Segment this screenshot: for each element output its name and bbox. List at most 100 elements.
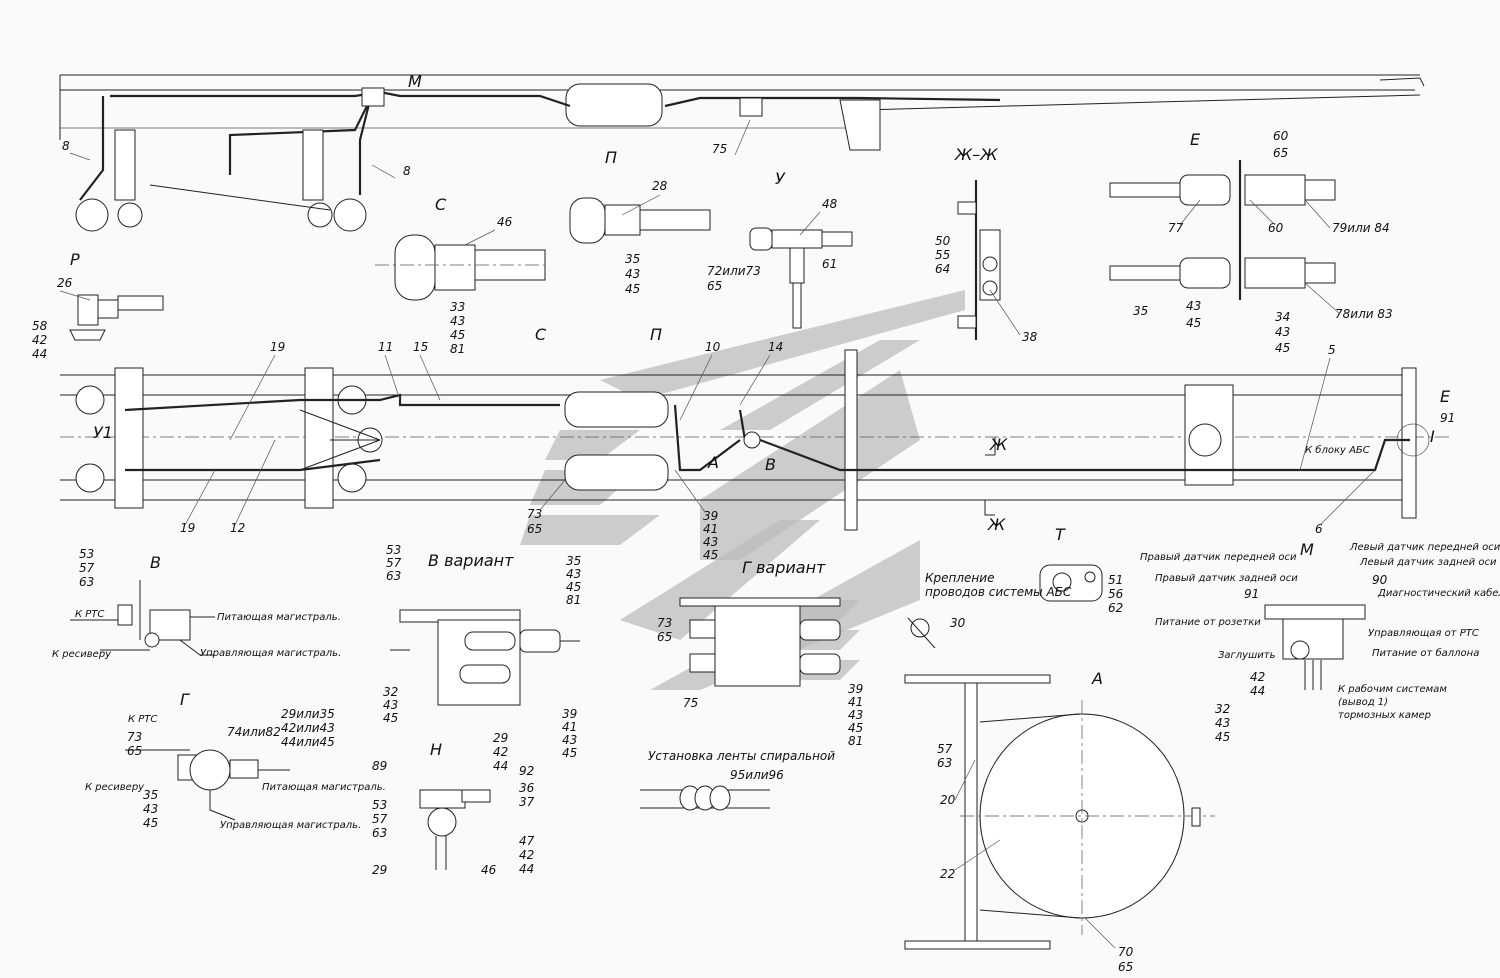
detail-ZhZh <box>957 180 1001 340</box>
callout-46b: 46 <box>481 863 497 877</box>
callout-44b: 44 <box>1250 684 1265 698</box>
view-label-S: С <box>435 195 447 214</box>
view-label-R: Р <box>70 250 80 269</box>
callout-29c: 29 <box>372 863 387 877</box>
callout-65e: 65 <box>127 744 142 758</box>
callout-35d: 35 <box>143 788 158 802</box>
callout-29a: 29или35 <box>281 707 335 721</box>
callout-65d: 65 <box>657 630 672 644</box>
callout-7273: 72или73 <box>707 264 761 278</box>
callout-63c: 63 <box>372 826 387 840</box>
callout-53a: 53 <box>79 547 94 561</box>
caption-M-power-socket: Питание от розетки <box>1155 617 1261 628</box>
callout-38: 38 <box>1022 330 1038 344</box>
callout-55: 55 <box>935 248 950 262</box>
plan-air-tank-lower <box>564 454 669 491</box>
callout-43e: 43 <box>703 535 718 549</box>
callout-43d: 43 <box>1275 325 1290 339</box>
callout-91a: 91 <box>1440 411 1455 425</box>
callout-43g: 43 <box>383 698 398 712</box>
callout-75b: 75 <box>683 696 698 710</box>
view-label-G-variant: Г вариант <box>742 558 826 577</box>
callout-41c: 41 <box>848 695 863 709</box>
detail-B <box>70 580 215 656</box>
leader-lines <box>59 119 1376 949</box>
callout-42c: 42или43 <box>281 721 335 735</box>
caption-abs-mount-1: Крепление <box>925 571 994 585</box>
detail-U <box>749 227 853 329</box>
caption-spiral-tape-part: 95или96 <box>730 768 784 782</box>
detail-abs-wire-mount <box>907 617 936 649</box>
callout-70: 70 <box>1118 945 1134 959</box>
caption-abs-mount-2: проводов системы АБС <box>925 585 1072 599</box>
callout-65a: 65 <box>707 279 722 293</box>
caption-B-receiver: К ресиверу <box>52 649 112 660</box>
callout-8b: 8 <box>403 164 411 178</box>
callout-50: 50 <box>935 234 951 248</box>
callout-43i: 43 <box>848 708 863 722</box>
callout-7482: 74или82 <box>227 725 281 739</box>
callout-28: 28 <box>652 179 668 193</box>
callout-12: 12 <box>230 521 245 535</box>
callout-45i: 45 <box>848 721 863 735</box>
caption-B-control: Управляющая магистраль. <box>200 648 341 659</box>
callout-39a: 39 <box>703 509 718 523</box>
callout-65f: 65 <box>1118 960 1133 974</box>
caption-M-control-rts: Управляющая от РТС <box>1368 628 1479 639</box>
view-label-B-variant: В вариант <box>428 551 514 570</box>
callout-19b: 19 <box>180 521 195 535</box>
callout-57c: 57 <box>372 812 388 826</box>
callout-91b: 91 <box>1244 587 1259 601</box>
callout-45f: 45 <box>566 580 581 594</box>
detail-T <box>1039 564 1103 602</box>
caption-M-to-work-3: тормозных камер <box>1338 710 1431 721</box>
callout-44d: 44 <box>493 759 508 773</box>
callout-65b: 65 <box>1273 146 1288 160</box>
detail-P <box>569 197 711 244</box>
callout-45c: 45 <box>1186 316 1201 330</box>
callout-43f: 43 <box>566 567 581 581</box>
captions: Крепление проводов системы АБС Установка… <box>52 444 1500 831</box>
callout-26: 26 <box>57 276 73 290</box>
view-label-N: Н <box>430 740 442 759</box>
callout-14: 14 <box>768 340 783 354</box>
callout-77: 77 <box>1168 221 1184 235</box>
callout-39b: 39 <box>562 707 577 721</box>
callout-45k: 45 <box>1215 730 1230 744</box>
section-label-Zh-bottom: Ж <box>987 515 1006 534</box>
view-label-T: Т <box>1055 525 1066 544</box>
view-label-B: В <box>150 553 161 572</box>
view-label-U1: У1 <box>93 423 113 442</box>
callout-45h: 45 <box>562 746 577 760</box>
callout-63d: 63 <box>937 756 952 770</box>
callout-7883: 78или 83 <box>1335 307 1393 321</box>
section-label-Zh-top: Ж <box>989 435 1008 454</box>
callout-63b: 63 <box>386 569 401 583</box>
callout-45b: 45 <box>450 328 465 342</box>
caption-G-supply: Питающая магистраль. <box>262 782 386 793</box>
callout-44e: 44 <box>519 862 534 876</box>
callout-61: 61 <box>822 257 837 271</box>
callout-19a: 19 <box>270 340 285 354</box>
detail-G-variant <box>679 597 841 687</box>
callout-62: 62 <box>1108 601 1123 615</box>
callout-90: 90 <box>1372 573 1388 587</box>
callout-58: 58 <box>32 319 48 333</box>
callout-36: 36 <box>519 781 535 795</box>
callout-7984: 79или 84 <box>1332 221 1390 235</box>
callout-42d: 42 <box>493 745 508 759</box>
callout-5: 5 <box>1328 343 1336 357</box>
detail-R <box>69 294 164 341</box>
callout-92: 92 <box>519 764 534 778</box>
callout-73a: 73 <box>527 507 542 521</box>
caption-M-left-rear: Левый датчик задней оси <box>1359 557 1497 568</box>
callout-73c: 73 <box>127 730 142 744</box>
callout-32a: 32 <box>383 685 398 699</box>
detail-spiral-tape <box>640 785 770 811</box>
plan-label-B: В <box>765 455 776 474</box>
callout-42b: 42 <box>1250 670 1265 684</box>
plan-label-P: П <box>650 325 662 344</box>
callout-35a: 35 <box>625 252 640 266</box>
callout-11: 11 <box>378 340 393 354</box>
